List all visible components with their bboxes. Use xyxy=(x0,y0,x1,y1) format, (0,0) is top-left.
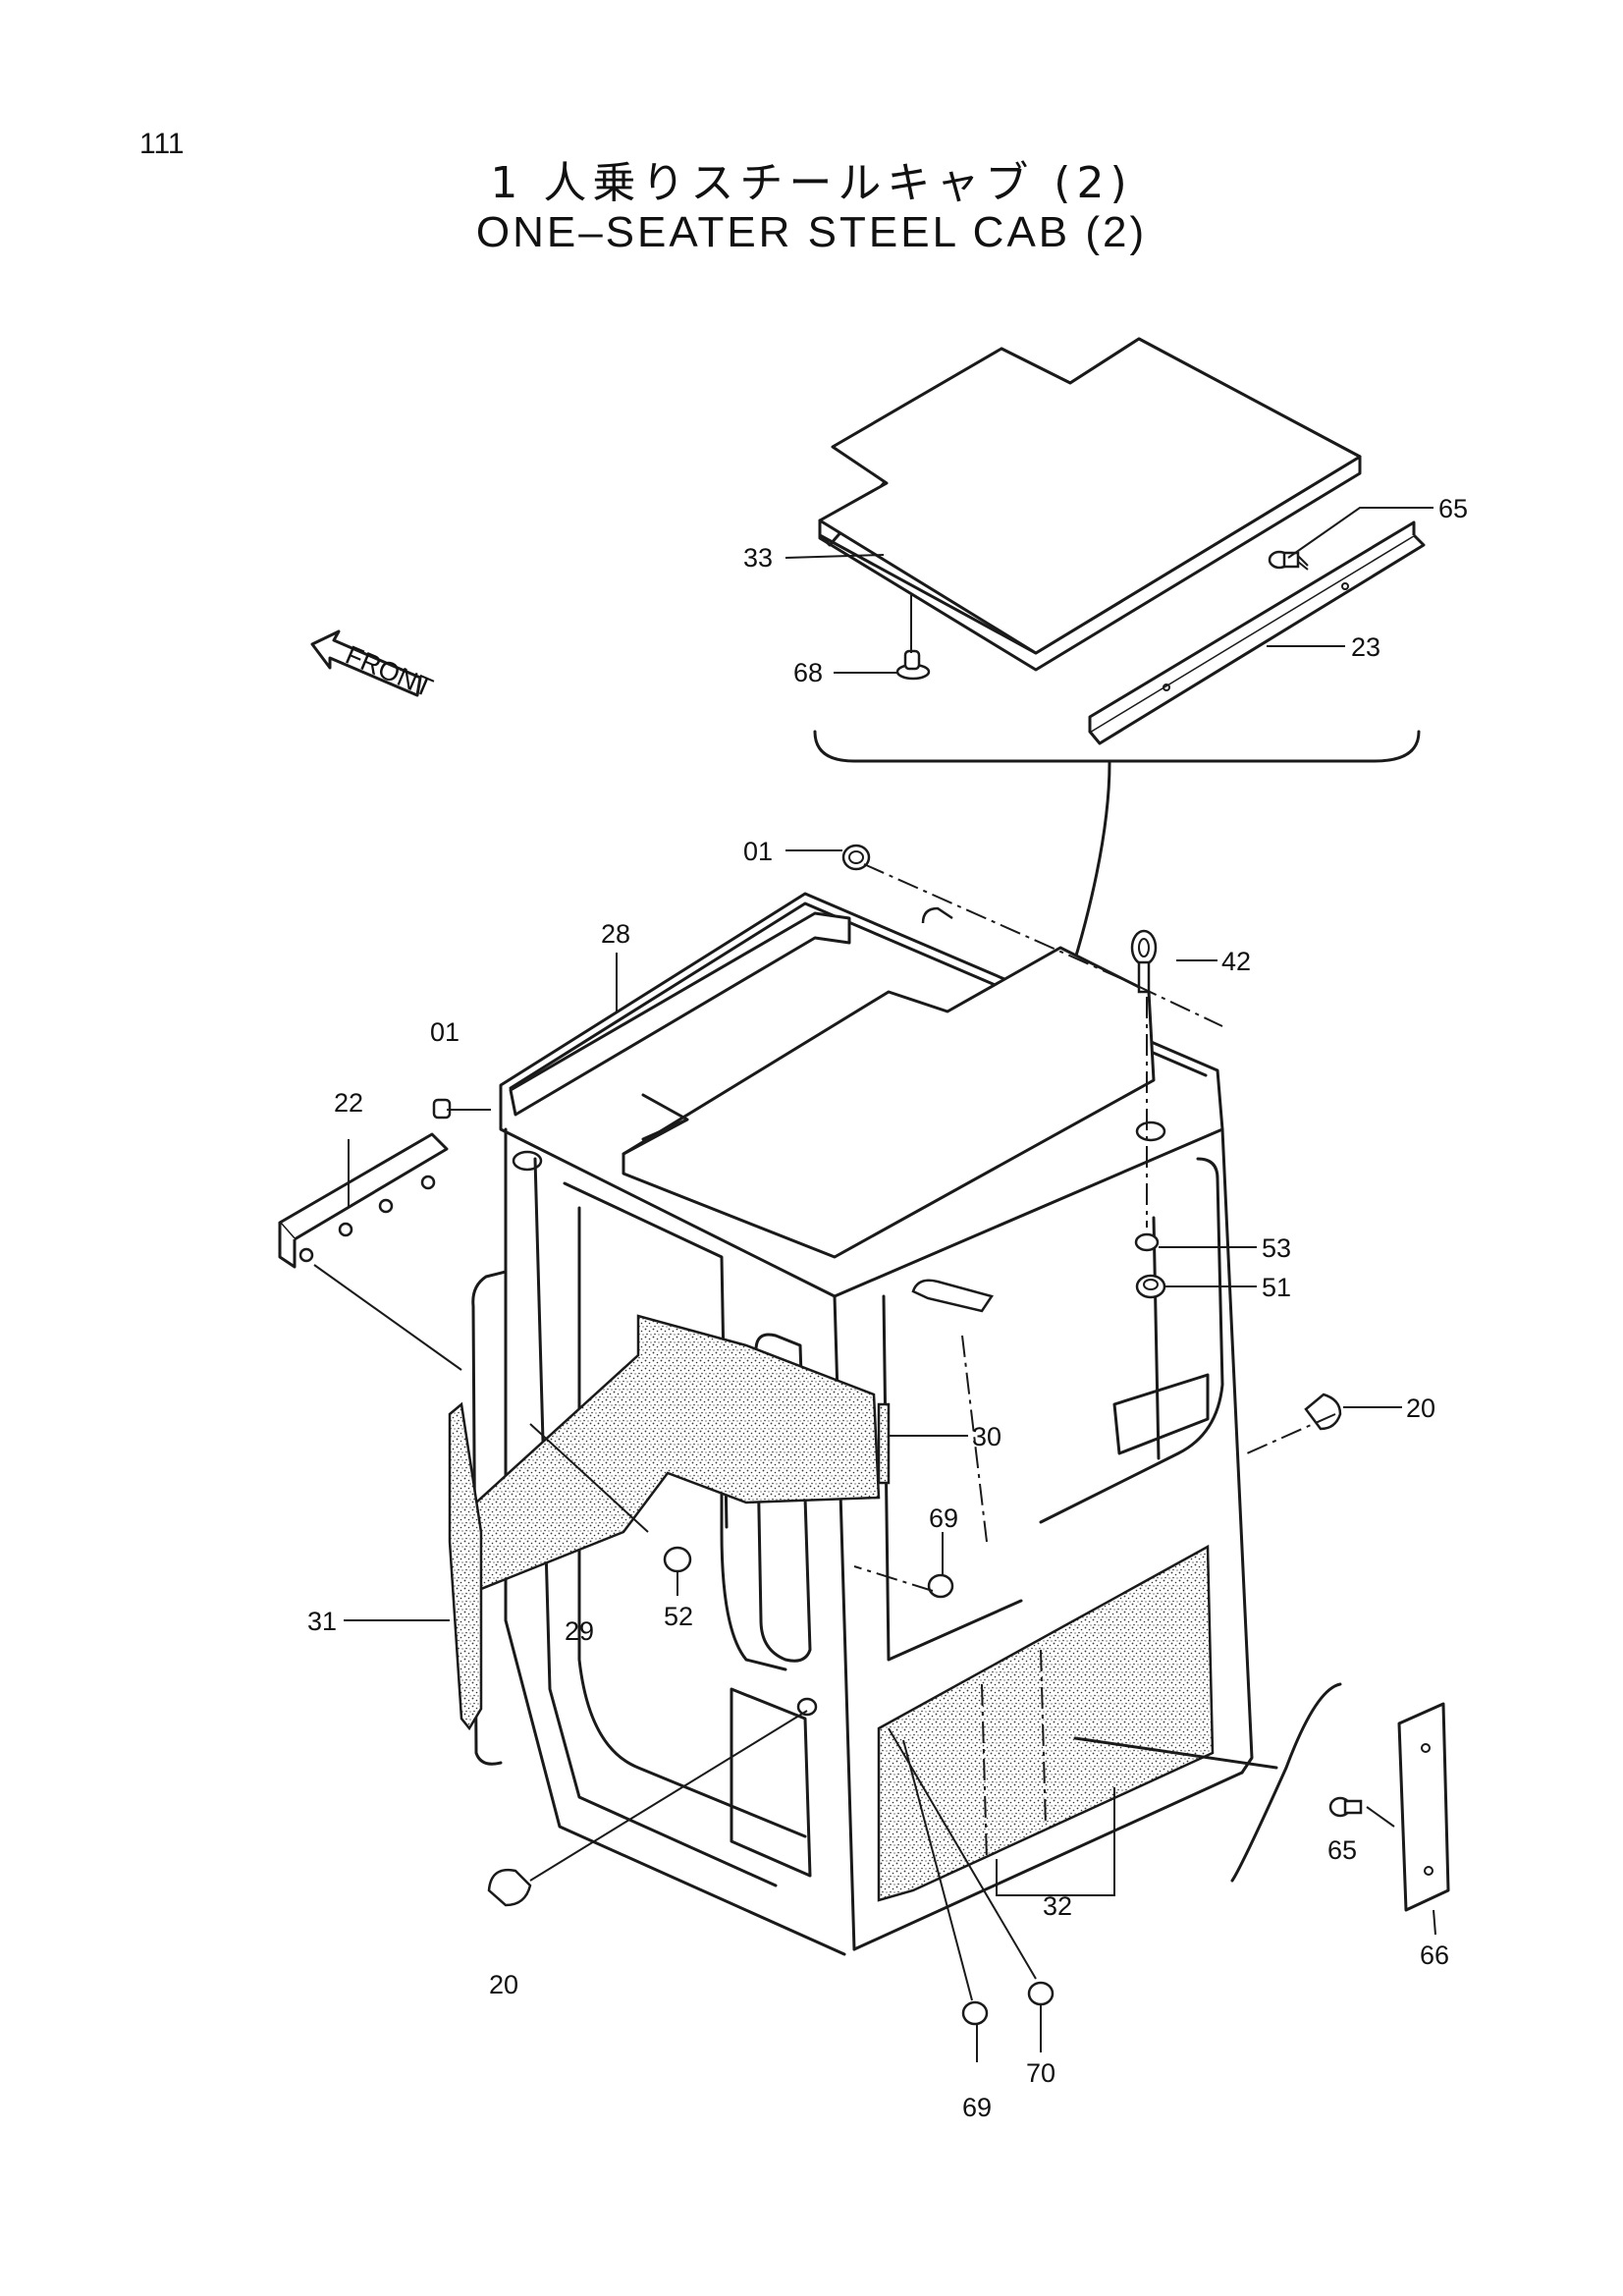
group-brace-top xyxy=(813,730,1421,763)
nut-52 xyxy=(663,1546,692,1573)
callout-01-left: 01 xyxy=(430,1017,460,1047)
callout-22: 22 xyxy=(334,1088,363,1118)
callout-65-bottom: 65 xyxy=(1327,1835,1357,1865)
front-label: FRONT xyxy=(342,640,437,703)
group-brace-right xyxy=(1230,1682,1342,1883)
bolt-65-bottom xyxy=(1328,1796,1363,1818)
callout-53: 53 xyxy=(1262,1233,1291,1263)
plug-20-right xyxy=(1304,1393,1342,1431)
callout-01-top: 01 xyxy=(743,837,773,866)
page-number: 111 xyxy=(139,128,185,160)
callout-69-bottom: 69 xyxy=(962,2093,992,2122)
callout-42: 42 xyxy=(1221,947,1251,976)
rail-22 xyxy=(278,1132,449,1269)
title-english: ONE–SEATER STEEL CAB (2) xyxy=(475,208,1148,256)
callout-29: 29 xyxy=(565,1616,594,1646)
callout-52: 52 xyxy=(664,1602,693,1631)
nut-51 xyxy=(1135,1274,1166,1299)
trim-32-seams xyxy=(981,1649,1047,1862)
callout-69-mid: 69 xyxy=(929,1503,958,1533)
callout-20-right: 20 xyxy=(1406,1394,1435,1423)
callout-65-top: 65 xyxy=(1438,494,1468,523)
bolt-70 xyxy=(1027,1981,1055,2006)
clip-68 xyxy=(895,649,931,681)
callout-30: 30 xyxy=(972,1422,1001,1451)
eyebolt-42 xyxy=(1130,929,1158,994)
callout-32: 32 xyxy=(1043,1891,1072,1921)
callout-70: 70 xyxy=(1026,2058,1055,2088)
leader-lines xyxy=(313,507,1436,2062)
callout-20-bottom: 20 xyxy=(489,1970,518,1999)
plug-20-bottom xyxy=(487,1697,818,1907)
title-japanese: 1 人乗りスチールキャブ (2) xyxy=(490,158,1133,208)
trim-30 xyxy=(877,1402,891,1485)
trim-29 xyxy=(474,1314,881,1593)
callout-28: 28 xyxy=(601,919,630,949)
group-leader-right xyxy=(1073,1736,1278,1770)
callout-23: 23 xyxy=(1351,632,1380,662)
callout-31: 31 xyxy=(307,1607,337,1636)
cap-01-top xyxy=(841,844,871,871)
trim-32 xyxy=(877,1544,1215,1902)
callout-33: 33 xyxy=(743,543,773,573)
plate-66 xyxy=(1397,1702,1450,1912)
callout-68: 68 xyxy=(793,658,823,687)
cab-frame xyxy=(471,892,1254,1956)
callout-66: 66 xyxy=(1420,1941,1449,1970)
bolt-69-bottom xyxy=(961,2000,989,2026)
bolt-65-top xyxy=(1268,550,1309,571)
front-arrow: FRONT xyxy=(310,629,437,703)
trim-31 xyxy=(448,1401,483,1731)
roof-strip-23 xyxy=(1088,520,1426,745)
callout-51: 51 xyxy=(1262,1273,1291,1302)
washer-53 xyxy=(1134,1232,1160,1252)
callout-labels: 65 33 23 68 01 42 28 01 22 53 51 20 30 6… xyxy=(307,494,1468,2122)
bolt-69-mid xyxy=(927,1573,954,1599)
